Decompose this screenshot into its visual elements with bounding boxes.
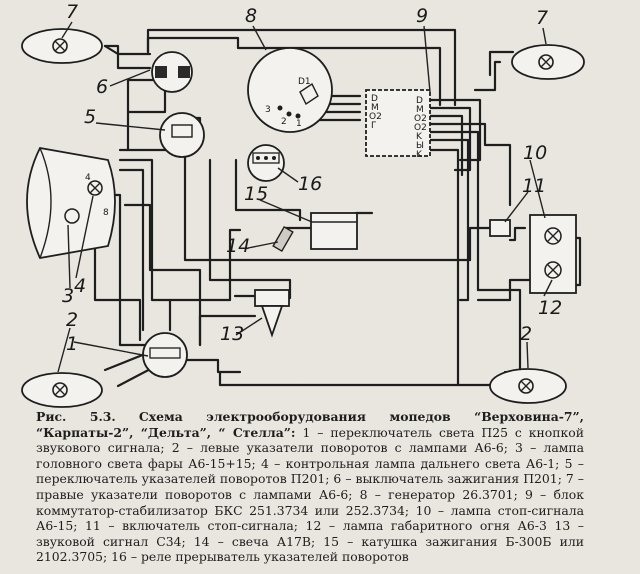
block-right-terminal: Ы <box>416 141 424 151</box>
block-left-terminal: Г <box>371 121 377 131</box>
callout-leaders <box>57 21 553 373</box>
right-rear-indicator-2 <box>489 368 567 404</box>
block-left-terminal: O2 <box>369 112 382 122</box>
callout-numbers: 7 8 9 6 5 16 7 10 11 15 14 3 4 12 2 13 1… <box>62 1 562 355</box>
callout-4: 4 <box>74 275 86 297</box>
callout-7-left: 7 <box>66 1 78 23</box>
callout-15: 15 <box>244 183 268 205</box>
horn-13 <box>254 289 290 338</box>
turn-relay-16 <box>247 144 285 182</box>
ignition-coil-15 <box>310 212 358 250</box>
generator-terminal-2: 2 <box>281 117 287 127</box>
callout-16: 16 <box>298 173 322 195</box>
figure-title: Схема электрооборудования мопедов “Верхо… <box>36 409 584 440</box>
block-right-terminal: K <box>416 150 423 160</box>
headlight-terminal-4: 4 <box>85 173 91 183</box>
block-left-terminal: M <box>371 103 379 113</box>
block-right-terminal: O2 <box>414 114 427 124</box>
spark-plug-14 <box>272 226 294 252</box>
light-switch-1 <box>142 332 188 378</box>
callout-1: 1 <box>66 333 78 355</box>
callout-2-right: 2 <box>520 323 532 345</box>
figure-legend: 1 – переключатель света П25 с кнопкой зв… <box>36 424 584 565</box>
left-front-indicator-7 <box>21 28 103 64</box>
ignition-switch-6 <box>151 51 193 93</box>
turn-switch-5 <box>159 112 205 158</box>
callout-12: 12 <box>538 297 562 319</box>
generator-terminal-1: 1 <box>296 119 302 129</box>
headlight-terminal-8: 8 <box>103 208 109 218</box>
stop-switch-11 <box>489 219 511 237</box>
callout-7-right: 7 <box>536 7 548 29</box>
callout-10: 10 <box>523 142 547 164</box>
block-right-terminal: D <box>416 96 423 106</box>
figure-caption: Рис. 5.3. Схема электрооборудования мопе… <box>36 409 584 565</box>
block-right-terminal: M <box>416 105 424 115</box>
figure-number: Рис. 5.3. <box>36 409 116 424</box>
block-left-terminal: D <box>371 94 378 104</box>
callout-14: 14 <box>226 235 250 257</box>
callout-6: 6 <box>96 76 108 98</box>
callout-11: 11 <box>522 175 546 197</box>
block-right-terminal: O2 <box>414 123 427 133</box>
callout-13: 13 <box>220 323 244 345</box>
stabilizer-block-9: D M O2 Г D M O2 O2 K Ы K <box>365 89 431 160</box>
headlight: 4 8 <box>26 146 116 260</box>
callout-8: 8 <box>245 5 257 27</box>
generator-terminal-3: 3 <box>265 105 271 115</box>
block-right-terminal: K <box>416 132 423 142</box>
generator-8: D1 3 2 1 <box>247 47 333 133</box>
callout-9: 9 <box>416 5 428 27</box>
callout-3: 3 <box>62 285 74 307</box>
callout-5: 5 <box>84 106 96 128</box>
generator-terminal-d1: D1 <box>298 77 311 87</box>
left-rear-indicator-2 <box>21 372 103 408</box>
rear-lamp-10-12 <box>529 214 577 294</box>
right-front-indicator-7 <box>511 44 585 80</box>
callout-2-left: 2 <box>66 309 78 331</box>
